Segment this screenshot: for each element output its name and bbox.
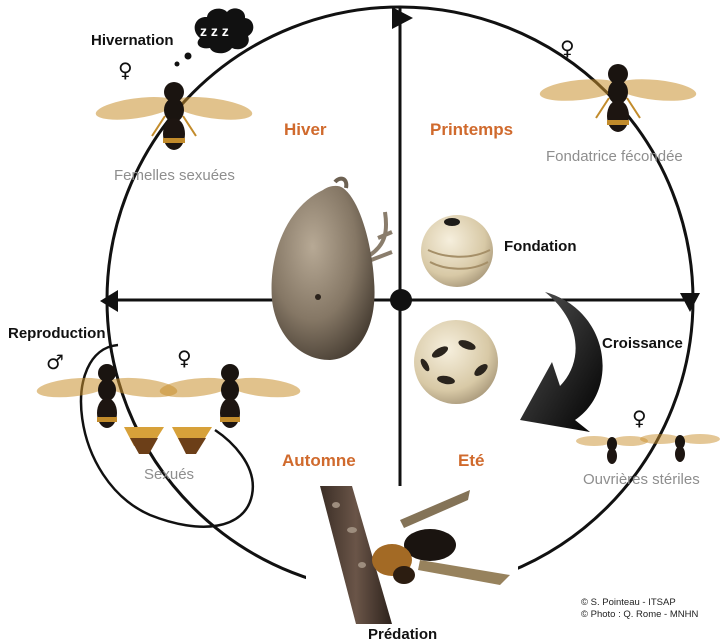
season-hiver: Hiver xyxy=(284,121,327,138)
hivernation-label: Hivernation xyxy=(91,33,174,48)
center-dot xyxy=(390,289,412,311)
sleep-symbol: z z z xyxy=(200,24,229,38)
asian-hornet-nest-image xyxy=(272,179,392,360)
male-symbol: ♂ xyxy=(46,352,64,372)
arrow-right-icon xyxy=(680,293,700,312)
predation-photo xyxy=(306,486,518,624)
sexual-female-hornet-icon xyxy=(94,82,253,150)
female-hornet-icon xyxy=(159,364,301,428)
growth-nest-image xyxy=(414,320,498,404)
worker-hornets-icon xyxy=(576,434,720,464)
female-symbol-top-left: ♀ xyxy=(118,60,133,80)
femelles-sexuees-label: Femelles sexuées xyxy=(114,168,235,183)
foundation-nest-image xyxy=(421,215,493,287)
female-symbol-reproduction: ♀ xyxy=(177,348,192,368)
sexues-abdomen-images xyxy=(124,427,212,454)
season-printemps: Printemps xyxy=(430,121,513,138)
female-symbol-top-right: ♀ xyxy=(560,38,575,58)
croissance-arrow-icon xyxy=(520,292,603,432)
female-symbol-workers: ♀ xyxy=(632,408,647,428)
croissance-label: Croissance xyxy=(602,336,683,351)
fondation-label: Fondation xyxy=(504,239,576,254)
predation-label: Prédation xyxy=(368,627,437,642)
season-automne: Automne xyxy=(282,452,356,469)
fondatrice-fecondee-label: Fondatrice fécondée xyxy=(546,149,683,164)
arrow-top-icon xyxy=(392,7,413,29)
arrow-left-icon xyxy=(100,290,118,312)
credit-line-2: © Photo : Q. Rome - MNHN xyxy=(581,610,698,621)
reproduction-label: Reproduction xyxy=(8,326,106,341)
sexues-label: Sexués xyxy=(144,467,194,482)
credit-line-1: © S. Pointeau - ITSAP xyxy=(581,598,676,609)
fertilized-queen-hornet-icon xyxy=(539,64,697,132)
ouvrieres-steriles-label: Ouvrières stériles xyxy=(583,472,700,487)
season-ete: Eté xyxy=(458,452,484,469)
